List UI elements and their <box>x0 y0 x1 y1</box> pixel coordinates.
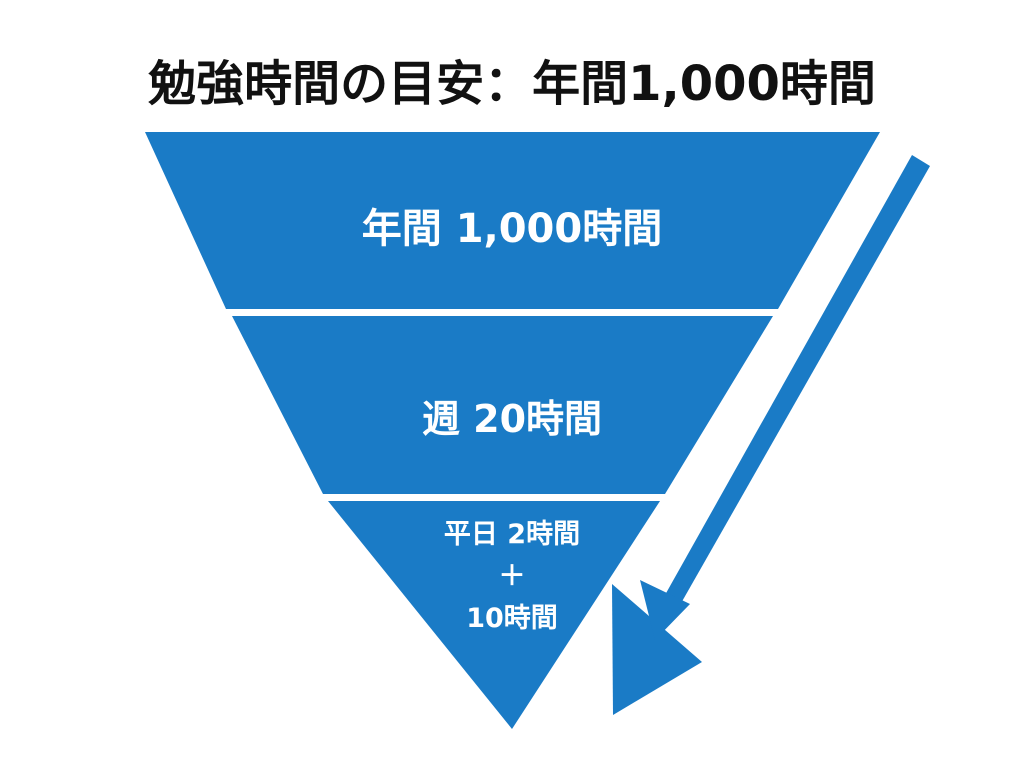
tier-daily-label: 平日 2時間 ＋ 10時間 <box>412 514 612 640</box>
tier-weekly <box>232 316 773 494</box>
tier-weekly-label: 週 20時間 <box>421 397 603 441</box>
tier-daily-plus: ＋ <box>498 561 526 592</box>
tier-annual <box>145 132 880 309</box>
tier-daily <box>328 501 660 729</box>
arrow-down-left-icon <box>612 155 930 715</box>
page-title: 勉強時間の目安：年間1,000時間 <box>148 56 876 112</box>
tier-daily-weekend: 10時間 <box>466 603 558 634</box>
tier-daily-weekday: 平日 2時間 <box>443 519 581 550</box>
tier-annual-label: 年間 1,000時間 <box>361 206 663 252</box>
